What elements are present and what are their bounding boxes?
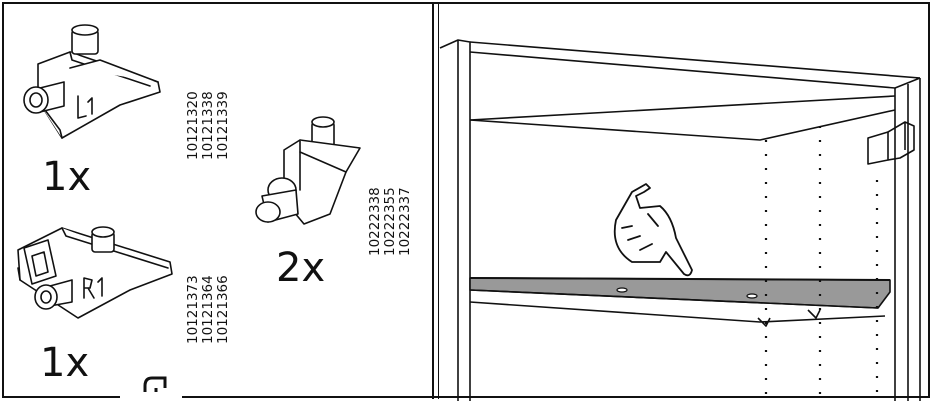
panel-divider-inner	[438, 2, 439, 399]
shelf-support-illustration	[255, 116, 361, 225]
hand-push-icon	[613, 183, 693, 277]
bracket-l1-illustration	[23, 24, 161, 139]
frame-gap	[120, 392, 182, 401]
bracket-r1-illustration	[17, 226, 173, 319]
quantity-l1: 1x	[42, 154, 92, 200]
panel-divider	[432, 2, 434, 399]
quantity-r1: 1x	[40, 340, 90, 386]
quantity-support: 2x	[276, 245, 326, 291]
